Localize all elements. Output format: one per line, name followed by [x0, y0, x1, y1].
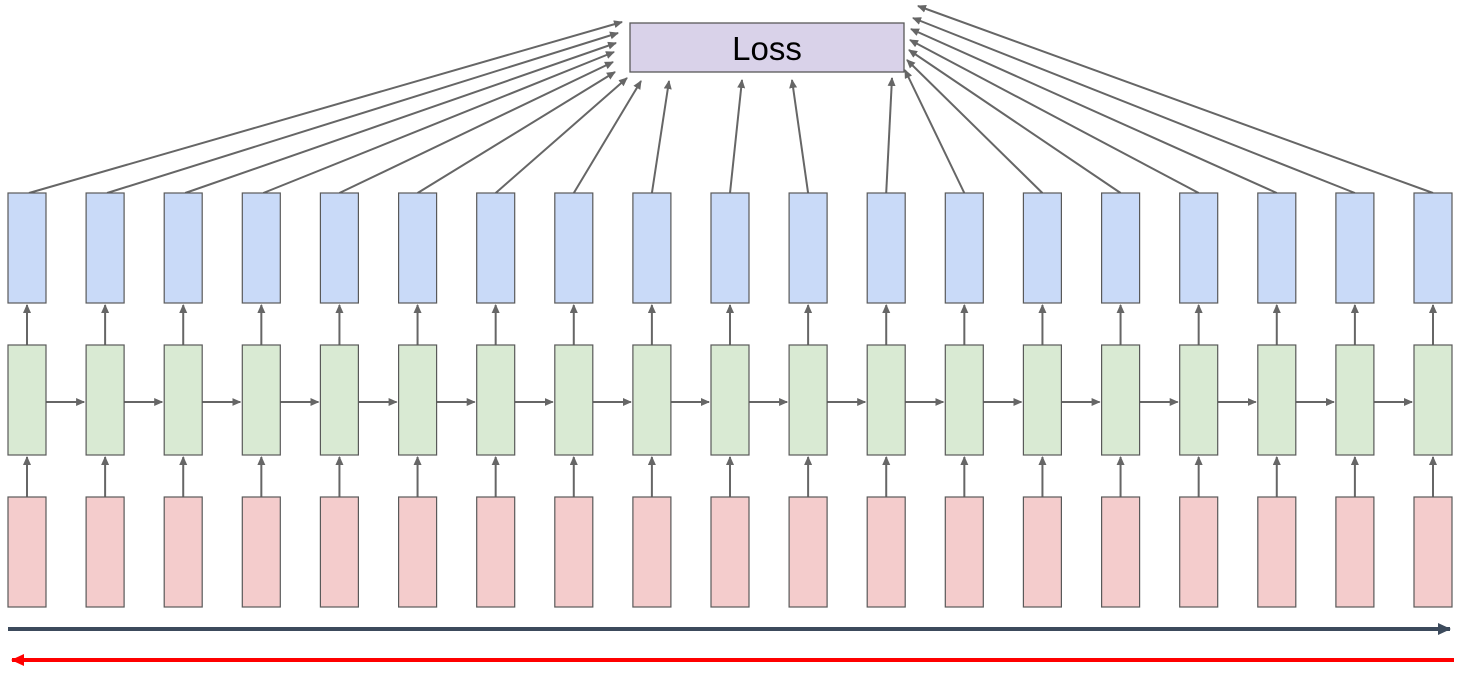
input-box [1022, 496, 1063, 608]
hidden-box [866, 344, 906, 456]
loss-label: Loss [732, 30, 802, 67]
output-to-loss-arrow [910, 28, 1278, 194]
hidden-box [1179, 344, 1219, 456]
input-box [944, 496, 984, 608]
hidden-box [710, 344, 750, 456]
output-box [1335, 192, 1375, 304]
output-box [866, 192, 906, 304]
hidden-box [85, 344, 125, 456]
output-to-loss-arrow [650, 80, 672, 194]
hidden-box [1022, 344, 1063, 456]
output-box [1179, 192, 1219, 304]
input-box [319, 496, 359, 608]
output-to-loss-arrow [262, 51, 615, 194]
input-box [1100, 496, 1141, 608]
input-box [163, 496, 203, 608]
output-to-loss-arrow [917, 4, 1434, 194]
input-box [1179, 496, 1219, 608]
output-to-loss-arrow [906, 59, 1044, 194]
input-box [554, 496, 594, 608]
input-box [632, 496, 672, 608]
hidden-box [398, 344, 438, 456]
output-to-loss-arrow [572, 80, 642, 194]
hidden-box [1413, 344, 1453, 456]
output-to-loss-arrow [28, 20, 623, 194]
output-to-loss-arrow [495, 77, 628, 194]
output-to-loss-arrow [417, 71, 616, 194]
hidden-box [1257, 344, 1297, 456]
output-box [710, 192, 750, 304]
output-box [632, 192, 672, 304]
input-box [710, 496, 750, 608]
hidden-box [476, 344, 516, 456]
output-to-loss-arrow [908, 49, 1122, 194]
hidden-box [163, 344, 203, 456]
input-box [1257, 496, 1297, 608]
input-box [866, 496, 906, 608]
output-box [7, 192, 47, 304]
output-box [476, 192, 516, 304]
output-to-loss-arrow [904, 69, 966, 194]
hidden-box [788, 344, 828, 456]
input-box [476, 496, 516, 608]
output-to-loss-arrow [909, 39, 1200, 194]
hidden-box [1100, 344, 1141, 456]
output-box [319, 192, 359, 304]
hidden-box [554, 344, 594, 456]
loss-box: Loss [629, 22, 905, 73]
input-layer [7, 496, 1453, 608]
input-box [1413, 496, 1453, 608]
hidden-to-output-arrows [23, 304, 1437, 345]
input-box [1335, 496, 1375, 608]
hidden-box [319, 344, 359, 456]
output-to-loss-arrow [885, 77, 896, 194]
output-box [163, 192, 203, 304]
output-to-loss-arrow [338, 61, 614, 194]
hidden-box [7, 344, 47, 456]
loss-arrows [28, 4, 1434, 194]
output-box [554, 192, 594, 304]
output-to-loss-arrow [106, 31, 619, 194]
hidden-layer [7, 344, 1453, 456]
output-box [944, 192, 984, 304]
loss-box-rect [629, 22, 905, 73]
input-box [85, 496, 125, 608]
output-box [241, 192, 281, 304]
output-to-loss-arrow [789, 79, 810, 194]
output-to-loss-arrow [912, 17, 1356, 194]
hidden-box [241, 344, 281, 456]
output-box [398, 192, 438, 304]
hidden-box [632, 344, 672, 456]
output-box [788, 192, 828, 304]
output-box [1100, 192, 1141, 304]
input-box [241, 496, 281, 608]
output-box [85, 192, 125, 304]
output-box [1257, 192, 1297, 304]
input-box [7, 496, 47, 608]
input-box [398, 496, 438, 608]
input-box [788, 496, 828, 608]
output-box [1413, 192, 1453, 304]
output-to-loss-arrow [729, 79, 746, 194]
hidden-box [1335, 344, 1375, 456]
output-to-loss-arrow [184, 41, 617, 194]
output-box [1022, 192, 1063, 304]
hidden-box [944, 344, 984, 456]
input-to-hidden-arrows [23, 456, 1437, 497]
output-layer [7, 192, 1453, 304]
